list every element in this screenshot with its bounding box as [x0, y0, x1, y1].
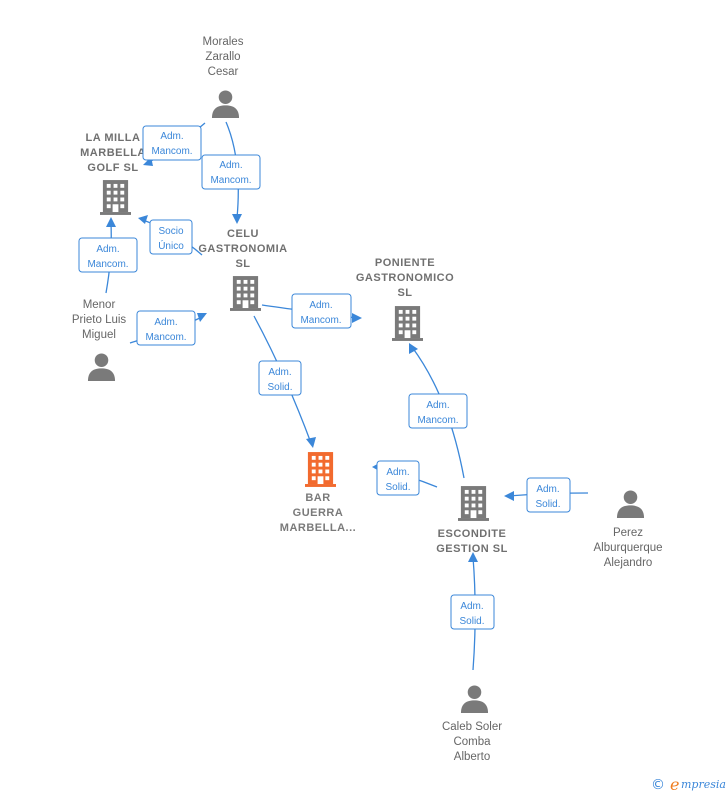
company-label-line: GUERRA — [293, 507, 344, 519]
arrowhead — [138, 215, 148, 224]
company-label-line: GASTRONOMICO — [356, 272, 454, 284]
company-node-celu[interactable]: CELU GASTRONOMIA SL — [198, 228, 287, 311]
relation-line: Solid. — [267, 382, 292, 393]
company-label-line: CELU — [227, 228, 259, 240]
building-icon — [230, 276, 261, 311]
person-label-line: Alejandro — [604, 557, 653, 569]
person-icon — [87, 353, 116, 381]
relation-line: Mancom. — [417, 415, 458, 426]
company-label-line: GASTRONOMIA — [198, 243, 287, 255]
person-node-perez[interactable]: Perez Alburquerque Alejandro — [593, 490, 663, 569]
company-label-line: GESTION SL — [436, 543, 508, 555]
arrowhead — [106, 217, 116, 227]
arrowhead — [504, 491, 514, 501]
relation-label[interactable]: Adm. Solid. — [526, 477, 571, 513]
relation-label[interactable]: Adm. Mancom. — [142, 125, 202, 161]
brand-footer[interactable]: © e mpresia — [651, 775, 726, 794]
company-node-lamilla[interactable]: LA MILLA MARBELLA GOLF SL — [80, 132, 146, 215]
relation-line: Único — [158, 239, 184, 252]
relation-line: Mancom. — [300, 315, 341, 326]
company-label-line: SL — [235, 258, 250, 270]
relation-line: Adm. — [536, 484, 559, 495]
relation-line: Socio — [158, 226, 183, 237]
arrowhead — [352, 313, 362, 323]
relation-line: Adm. — [460, 601, 483, 612]
relation-line: Adm. — [268, 367, 291, 378]
person-label-line: Cesar — [208, 66, 239, 78]
relation-line: Solid. — [385, 482, 410, 493]
relation-line: Adm. — [96, 244, 119, 255]
relation-label[interactable]: Adm. Mancom. — [136, 310, 196, 346]
relation-line: Adm. — [154, 317, 177, 328]
person-label-line: Perez — [613, 527, 643, 539]
relation-label[interactable]: Adm. Mancom. — [408, 393, 468, 429]
relation-label[interactable]: Adm. Mancom. — [201, 154, 261, 190]
company-label-line: MARBELLA — [80, 147, 146, 159]
relation-line: Solid. — [459, 616, 484, 627]
person-label-line: Comba — [453, 736, 491, 748]
company-node-poniente[interactable]: PONIENTE GASTRONOMICO SL — [356, 257, 454, 341]
company-node-escondite[interactable]: ESCONDITE GESTION SL — [436, 486, 508, 555]
relation-label[interactable]: Adm. Mancom. — [78, 237, 138, 273]
relation-line: Mancom. — [151, 146, 192, 157]
arrowhead — [197, 313, 207, 322]
relation-label[interactable]: Socio Único — [149, 219, 193, 255]
person-label-line: Prieto Luis — [72, 314, 127, 326]
building-icon — [392, 306, 423, 341]
company-label-line: PONIENTE — [375, 257, 435, 269]
person-label-line: Alburquerque — [593, 542, 662, 554]
arrowhead — [468, 552, 478, 562]
relation-label[interactable]: Adm. Solid. — [376, 460, 420, 496]
brand-initial: e — [670, 775, 679, 794]
person-node-caleb[interactable]: Caleb Soler Comba Alberto — [442, 685, 502, 763]
brand-name: mpresia — [681, 778, 726, 791]
person-label-line: Morales — [203, 36, 244, 48]
person-node-morales[interactable]: Morales Zarallo Cesar — [203, 36, 244, 118]
person-icon — [616, 490, 645, 518]
person-icon — [211, 90, 240, 118]
person-label-line: Menor — [83, 299, 116, 311]
person-node-menor[interactable]: Menor Prieto Luis Miguel — [72, 299, 127, 381]
company-label-line: LA MILLA — [86, 132, 141, 144]
person-label-line: Zarallo — [205, 51, 240, 63]
building-icon — [100, 180, 131, 215]
person-label-line: Alberto — [454, 751, 490, 763]
relation-line: Adm. — [426, 400, 449, 411]
relation-line: Solid. — [535, 499, 560, 510]
company-label-line: MARBELLA... — [280, 522, 356, 534]
relation-line: Mancom. — [145, 332, 186, 343]
copyright-icon: © — [651, 777, 665, 793]
relation-label[interactable]: Adm. Solid. — [450, 594, 495, 630]
company-label-line: SL — [397, 287, 412, 299]
relation-label[interactable]: Adm. Mancom. — [291, 293, 352, 329]
building-icon — [458, 486, 489, 521]
company-node-bar[interactable]: BAR GUERRA MARBELLA... — [280, 452, 356, 534]
relation-line: Adm. — [309, 300, 332, 311]
company-label-line: ESCONDITE — [438, 528, 507, 540]
relation-line: Mancom. — [210, 175, 251, 186]
relation-line: Mancom. — [87, 259, 128, 270]
relation-line: Adm. — [160, 131, 183, 142]
company-label-line: GOLF SL — [87, 162, 138, 174]
person-icon — [460, 685, 489, 713]
arrowhead — [306, 437, 316, 448]
relation-line: Adm. — [386, 467, 409, 478]
edges — [105, 121, 589, 671]
arrowhead — [232, 214, 242, 224]
company-label-line: BAR — [305, 492, 330, 504]
person-label-line: Caleb Soler — [442, 721, 502, 733]
relation-line: Adm. — [219, 160, 242, 171]
relation-label[interactable]: Adm. Solid. — [258, 360, 302, 396]
person-label-line: Miguel — [82, 329, 116, 341]
arrowhead — [409, 343, 418, 354]
building-icon — [305, 452, 336, 487]
